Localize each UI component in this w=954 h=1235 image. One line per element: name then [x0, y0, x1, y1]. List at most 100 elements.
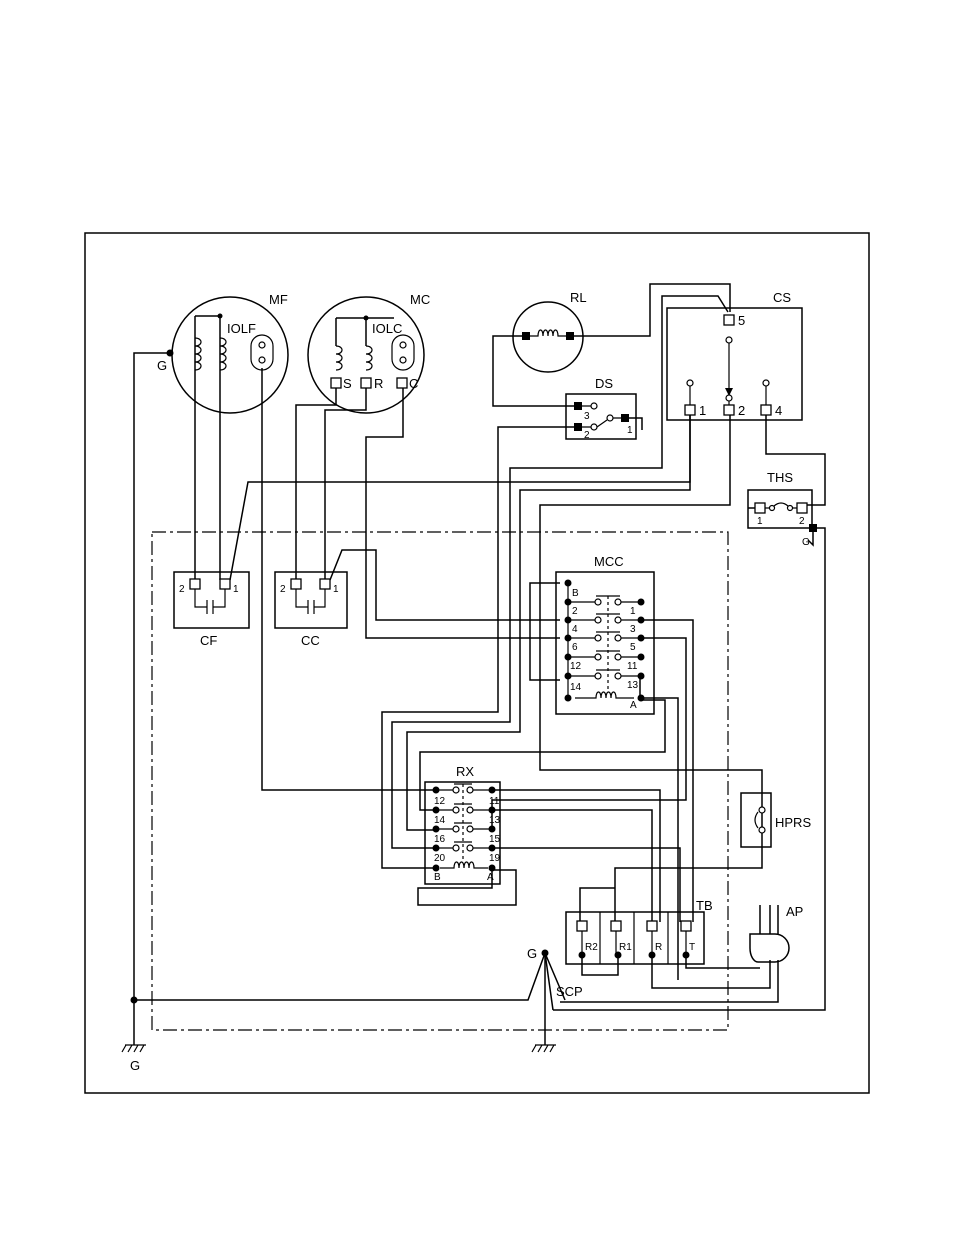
mcc-term-a: A: [630, 700, 637, 711]
mc-winding-2: [365, 345, 373, 371]
fan-capacitor-cf: 2 1 CF: [173, 571, 250, 648]
cc-terminal-2: [290, 578, 302, 590]
defrost-switch-ds: 3 2 1 DS: [565, 376, 637, 441]
mf-label: MF: [269, 292, 288, 307]
contactor-mcc: B 1 2 3 4 5 6 11 12 13 14 A MCC: [555, 554, 655, 715]
mcc-term-11: 11: [627, 661, 638, 672]
ground-label-left: G: [157, 358, 167, 373]
cs-terminal-5-label: 5: [738, 313, 745, 328]
tb-terminal-r1-top: [610, 920, 622, 932]
mcc-term-14: 14: [570, 682, 582, 693]
mc-terminal-r: [360, 377, 372, 389]
ds-terminal-1: 1: [627, 425, 633, 436]
rx-term-16: 16: [434, 834, 446, 845]
mc-winding-1: [335, 345, 343, 371]
mcc-term-6: 6: [572, 642, 578, 653]
scp-label: SCP: [556, 984, 583, 999]
ground-symbol-center: [531, 1044, 556, 1053]
rx-term-11: 11: [489, 796, 500, 807]
cf-terminal-2: [189, 578, 201, 590]
cf-label: CF: [200, 633, 217, 648]
rx-contacts: [432, 783, 496, 872]
iolf-overload: [250, 334, 274, 371]
cs-terminal-1-label: 1: [699, 403, 706, 418]
cs-terminal-1: [684, 404, 696, 416]
mcc-term-2: 2: [572, 606, 578, 617]
ths-ground-label: G: [802, 537, 810, 548]
tb-terminal-t-top: [680, 920, 692, 932]
mc-terminal-s: [330, 377, 342, 389]
ths-label: THS: [767, 470, 793, 485]
mcc-term-4: 4: [572, 624, 578, 635]
ds-terminal-3: 3: [584, 411, 590, 422]
reversing-valve-coil-rl: RL: [512, 290, 587, 373]
rx-term-15: 15: [489, 834, 501, 845]
rx-term-13: 13: [489, 815, 501, 826]
cs-terminal-4-label: 4: [775, 403, 782, 418]
ths-terminal-1-label: 1: [757, 516, 763, 527]
control-switch-cs: 5 1 2 4 CS: [666, 290, 803, 421]
mf-winding-2: [219, 337, 227, 371]
hprs-label: HPRS: [775, 815, 811, 830]
ds-label: DS: [595, 376, 613, 391]
relay-rx: 12 11 14 13 16 15 20 19 B A RX: [424, 764, 501, 885]
ths-terminal-2-label: 2: [799, 516, 805, 527]
cs-terminal-2: [723, 404, 735, 416]
terminal-block-tb: R2 R1 R T TB: [565, 898, 713, 965]
ds-terminal-2: 2: [584, 430, 590, 441]
ground-symbol-left: G: [121, 1044, 146, 1073]
tb-term-r1: R1: [619, 942, 632, 953]
control-box-outline: [151, 531, 729, 1031]
cf-terminal-1-label: 1: [233, 584, 239, 595]
high-pressure-switch-hprs: HPRS: [740, 792, 811, 848]
mcc-term-13: 13: [627, 680, 639, 691]
tb-term-t: T: [689, 942, 695, 953]
mcc-contacts: [564, 579, 645, 702]
rx-term-12: 12: [434, 796, 446, 807]
compressor-motor-mc: S R C MC IOLC: [307, 292, 430, 414]
mcc-term-12: 12: [570, 661, 582, 672]
cs-terminal-5: [723, 314, 735, 326]
cc-terminal-2-label: 2: [280, 584, 286, 595]
mf-winding-1: [194, 337, 202, 371]
rx-term-20: 20: [434, 853, 446, 864]
tb-term-r2: R2: [585, 942, 598, 953]
mc-terminal-c: [396, 377, 408, 389]
diagram-frame: [84, 232, 870, 1094]
rl-label: RL: [570, 290, 587, 305]
rx-term-14: 14: [434, 815, 446, 826]
tb-label: TB: [696, 898, 713, 913]
rx-label: RX: [456, 764, 474, 779]
rx-term-a: A: [487, 872, 494, 883]
ths-terminal-1: [754, 502, 766, 514]
cs-label: CS: [773, 290, 791, 305]
mcc-label: MCC: [594, 554, 624, 569]
rx-term-b: B: [434, 872, 441, 883]
ground-label-bottom: G: [130, 1058, 140, 1073]
mc-label: MC: [410, 292, 430, 307]
iolf-label: IOLF: [227, 321, 256, 336]
mc-terminal-c-label: C: [409, 376, 418, 391]
ap-label: AP: [786, 904, 803, 919]
thermostat-ths: 1 2 G THS: [747, 470, 817, 548]
tb-terminal-r2-top: [576, 920, 588, 932]
scp-ground-label: G: [527, 946, 537, 961]
compressor-capacitor-cc: 2 1 CC: [274, 571, 348, 648]
mcc-term-5: 5: [630, 642, 636, 653]
iolc-overload: [391, 334, 415, 371]
fan-motor-mf: MF IOLF: [171, 292, 289, 414]
iolc-label: IOLC: [372, 321, 402, 336]
cc-terminal-1-label: 1: [333, 584, 339, 595]
cc-terminal-1: [319, 578, 331, 590]
cc-label: CC: [301, 633, 320, 648]
tb-term-r: R: [655, 942, 662, 953]
attachment-plug-ap: AP: [749, 904, 803, 963]
mcc-term-b: B: [572, 588, 579, 599]
mcc-term-1: 1: [630, 606, 636, 617]
tb-terminal-r-top: [646, 920, 658, 932]
cf-terminal-2-label: 2: [179, 584, 185, 595]
wires: [133, 283, 826, 1045]
mcc-term-3: 3: [630, 624, 636, 635]
cs-terminal-2-label: 2: [738, 403, 745, 418]
